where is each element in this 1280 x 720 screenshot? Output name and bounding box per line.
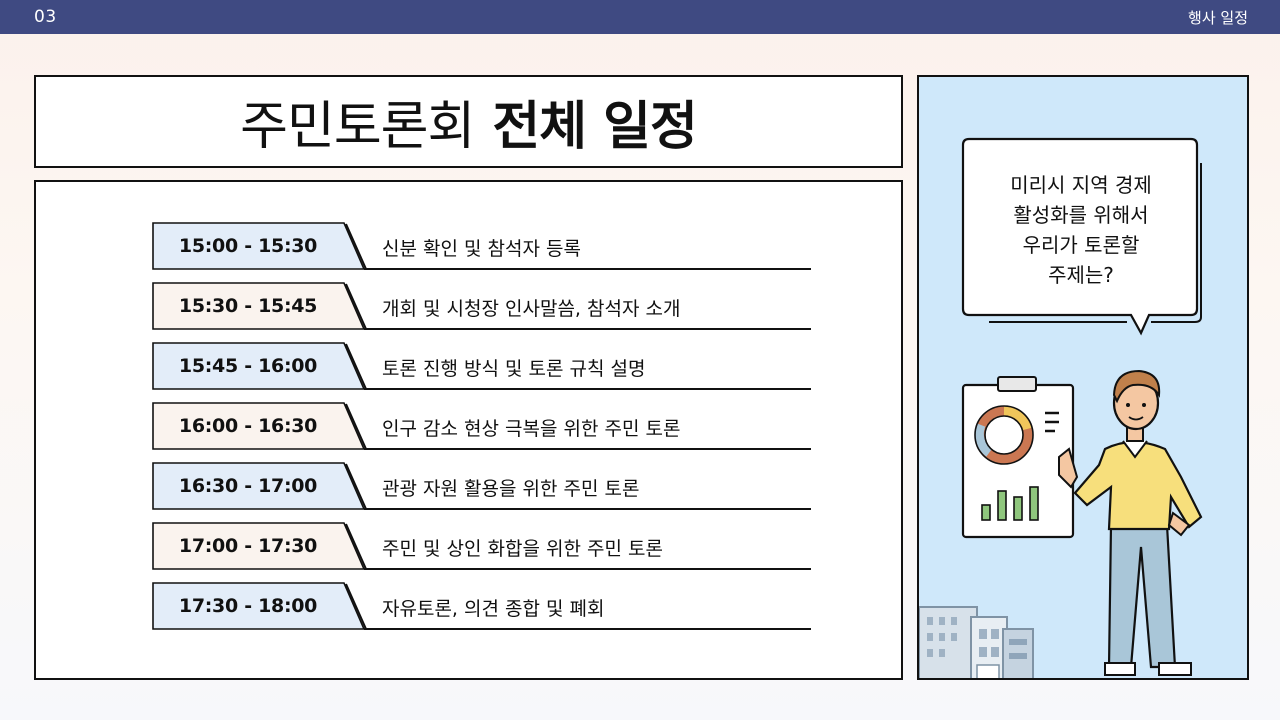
time-tab-shape-icon — [152, 462, 811, 510]
time-tab-shape-icon — [152, 282, 811, 330]
agenda-label: 인구 감소 현상 극복을 위한 주민 토론 — [382, 418, 681, 440]
time-tab: 16:00 - 16:30 — [152, 402, 811, 450]
time-tab: 17:30 - 18:00 — [152, 582, 811, 630]
time-label: 15:30 - 15:45 — [178, 295, 318, 317]
time-tab: 15:30 - 15:45 — [152, 282, 811, 330]
time-tab-shape-icon — [152, 582, 811, 630]
time-label: 16:00 - 16:30 — [178, 415, 318, 437]
time-tab: 16:30 - 17:00 — [152, 462, 811, 510]
agenda-label: 신분 확인 및 참석자 등록 — [382, 238, 581, 260]
schedule-row: 17:30 - 18:00 자유토론, 의견 종합 및 폐회 — [152, 582, 812, 630]
time-tab-shape-icon — [152, 522, 811, 570]
section-title: 행사 일정 — [1188, 9, 1248, 27]
bubble-line: 활성화를 위해서 — [1013, 203, 1149, 227]
speech-bubble-icon — [961, 137, 1202, 336]
schedule-panel: 15:00 - 15:30 신분 확인 및 참석자 등록 15:30 - 15:45… — [34, 180, 903, 680]
agenda-label: 토론 진행 방식 및 토론 규칙 설명 — [382, 358, 646, 380]
schedule-row: 16:00 - 16:30 인구 감소 현상 극복을 위한 주민 토론 — [152, 402, 812, 450]
schedule-row: 16:30 - 17:00 관광 자원 활용을 위한 주민 토론 — [152, 462, 812, 510]
schedule-row: 15:30 - 15:45 개회 및 시청장 인사말씀, 참석자 소개 — [152, 282, 812, 330]
time-tab-shape-icon — [152, 402, 811, 450]
time-tab-shape-icon — [152, 342, 811, 390]
clipboard-chart-icon — [961, 376, 1075, 539]
speech-bubble-text: 미리시 지역 경제 활성화를 위해서 우리가 토론할 주제는? — [1001, 170, 1161, 290]
presenter-person-icon — [1058, 369, 1203, 676]
header-bar: 03 행사 일정 — [0, 0, 1280, 34]
time-tab: 17:00 - 17:30 — [152, 522, 811, 570]
schedule-row: 15:00 - 15:30 신분 확인 및 참석자 등록 — [152, 222, 812, 270]
schedule-row: 15:45 - 16:00 토론 진행 방식 및 토론 규칙 설명 — [152, 342, 812, 390]
time-label: 16:30 - 17:00 — [178, 475, 318, 497]
agenda-label: 주민 및 상인 화합을 위한 주민 토론 — [382, 538, 663, 560]
schedule-row: 17:00 - 17:30 주민 및 상인 화합을 위한 주민 토론 — [152, 522, 812, 570]
time-tab: 15:00 - 15:30 — [152, 222, 811, 270]
agenda-label: 자유토론, 의견 종합 및 폐회 — [382, 598, 605, 620]
agenda-label: 관광 자원 활용을 위한 주민 토론 — [382, 478, 640, 500]
bubble-line: 주제는? — [1048, 263, 1114, 287]
page-title-bold: 전체 일정 — [492, 97, 697, 157]
page-title-light: 주민토론회 — [240, 97, 475, 157]
page-number: 03 — [34, 7, 57, 27]
buildings-icon — [919, 606, 1034, 678]
title-box: 주민토론회 전체 일정 — [34, 75, 903, 168]
illustration-panel — [917, 75, 1249, 680]
time-tab-shape-icon — [152, 222, 811, 270]
time-label: 17:00 - 17:30 — [178, 535, 318, 557]
agenda-label: 개회 및 시청장 인사말씀, 참석자 소개 — [382, 298, 681, 320]
presenter-illustration — [919, 137, 1203, 678]
bubble-line: 우리가 토론할 — [1022, 233, 1140, 257]
time-tab: 15:45 - 16:00 — [152, 342, 811, 390]
time-label: 15:00 - 15:30 — [178, 235, 318, 257]
bubble-line: 미리시 지역 경제 — [1010, 173, 1152, 197]
time-label: 17:30 - 18:00 — [178, 595, 318, 617]
time-label: 15:45 - 16:00 — [178, 355, 318, 377]
